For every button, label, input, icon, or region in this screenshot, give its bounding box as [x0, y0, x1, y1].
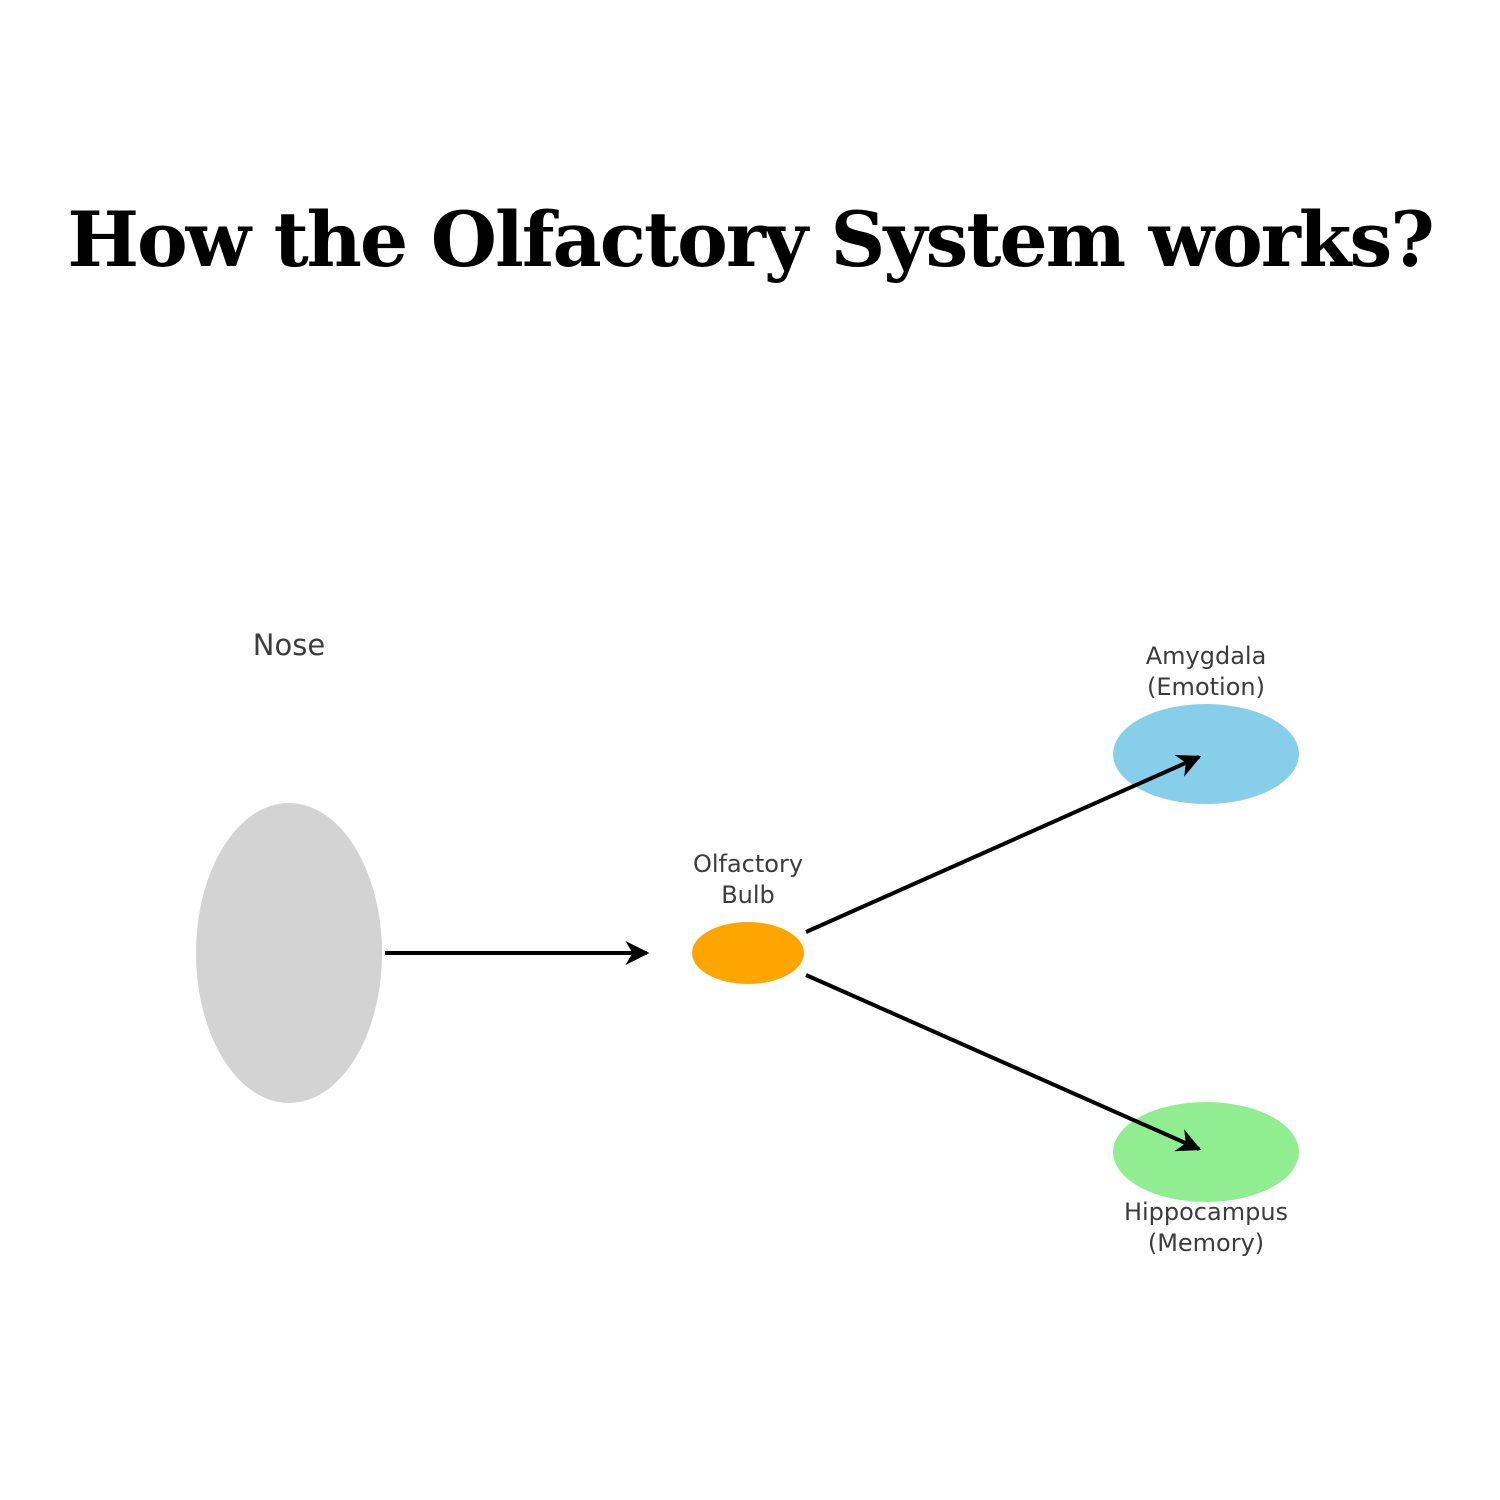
olfactory-bulb-node [692, 922, 804, 984]
amygdala-label-line1: Amygdala [1146, 642, 1267, 670]
nose-node [196, 803, 382, 1103]
hippocampus-label-line2: (Memory) [1148, 1229, 1264, 1257]
hippocampus-label-line1: Hippocampus [1124, 1198, 1288, 1226]
page-title: How the Olfactory System works? [67, 195, 1435, 284]
bulb-label-line1: Olfactory [693, 850, 803, 878]
amygdala-label-line2: (Emotion) [1147, 673, 1265, 701]
bulb-label-line2: Bulb [721, 881, 775, 909]
arrow-bulb-to-amygdala [805, 754, 1202, 934]
amygdala-node [1113, 704, 1299, 804]
hippocampus-node [1113, 1102, 1299, 1202]
nose-label: Nose [253, 628, 325, 662]
arrow-bulb-to-hippocampus [805, 973, 1202, 1152]
